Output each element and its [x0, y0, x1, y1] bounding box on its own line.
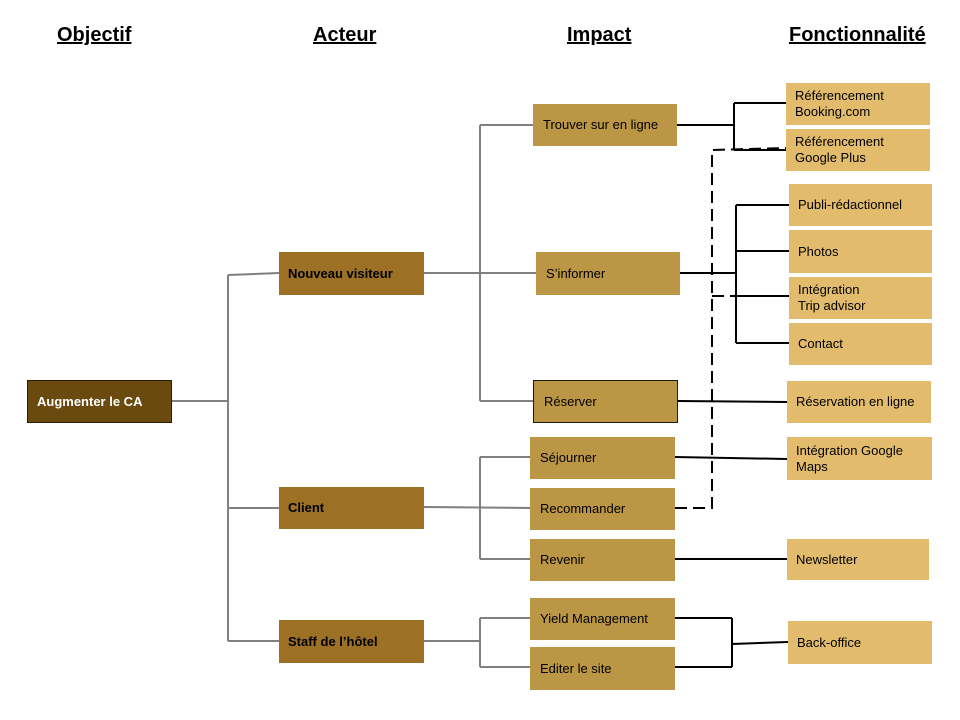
- objective-label: Augmenter le CA: [37, 393, 143, 409]
- impact-editer[interactable]: Editer le site: [530, 647, 675, 690]
- feature-trip-label: Intégration Trip advisor: [798, 282, 866, 313]
- header-acteur: Acteur: [313, 24, 377, 46]
- impact-recommander[interactable]: Recommander: [530, 488, 675, 530]
- feature-publi[interactable]: Publi-rédactionnel: [789, 184, 932, 226]
- feature-maps[interactable]: Intégration Google Maps: [787, 437, 932, 480]
- header-impact: Impact: [567, 24, 632, 46]
- impact-revenir-label: Revenir: [540, 552, 585, 567]
- header-objectif: Objectif: [57, 24, 132, 46]
- feature-booking-label: Référencement Booking.com: [795, 88, 884, 119]
- impact-informer-label: S’informer: [546, 265, 606, 281]
- impact-yield[interactable]: Yield Management: [530, 598, 675, 640]
- impact-sejourner[interactable]: Séjourner: [530, 437, 675, 479]
- impact-yield-label: Yield Management: [540, 611, 648, 626]
- connector-nouveau-visiteur: [227, 272, 280, 276]
- feature-booking[interactable]: Référencement Booking.com: [786, 83, 930, 125]
- connector-maps: [674, 456, 788, 460]
- feature-backoffice-label: Back-office: [797, 634, 862, 650]
- impact-trouver[interactable]: Trouver sur en ligne: [533, 104, 677, 146]
- impact-informer[interactable]: S’informer: [536, 252, 680, 295]
- impact-reserver-label: Réserver: [544, 393, 597, 409]
- connector-client-trunk: [423, 506, 531, 509]
- feature-contact-label: Contact: [798, 336, 843, 351]
- actor-staff-label: Staff de l’hôtel: [288, 633, 378, 649]
- feature-contact[interactable]: Contact: [789, 323, 932, 365]
- connector-resa: [677, 400, 788, 403]
- actor-nouveau-visiteur[interactable]: Nouveau visiteur: [279, 252, 424, 295]
- feature-google-plus[interactable]: Référencement Google Plus: [786, 129, 930, 171]
- feature-resa[interactable]: Réservation en ligne: [787, 381, 931, 423]
- objective-node[interactable]: Augmenter le CA: [27, 380, 172, 423]
- actor-staff[interactable]: Staff de l’hôtel: [279, 620, 424, 663]
- feature-trip[interactable]: Intégration Trip advisor: [789, 277, 932, 319]
- impact-reserver[interactable]: Réserver: [533, 380, 678, 423]
- feature-publi-label: Publi-rédactionnel: [798, 197, 903, 212]
- actor-client[interactable]: Client: [279, 487, 424, 529]
- feature-maps-label: Intégration Google Maps: [796, 442, 903, 474]
- impact-editer-label: Editer le site: [540, 660, 612, 676]
- feature-photos-label: Photos: [798, 243, 839, 259]
- connector-backoffice: [731, 641, 789, 645]
- impact-revenir[interactable]: Revenir: [530, 539, 675, 581]
- feature-google-plus-label: Référencement Google Plus: [795, 134, 884, 165]
- feature-photos[interactable]: Photos: [789, 230, 932, 273]
- actor-client-label: Client: [288, 500, 325, 515]
- feature-backoffice[interactable]: Back-office: [788, 621, 932, 664]
- impact-recommander-label: Recommander: [540, 501, 626, 516]
- feature-newsletter-label: Newsletter: [796, 551, 858, 567]
- feature-newsletter[interactable]: Newsletter: [787, 539, 929, 580]
- feature-resa-label: Réservation en ligne: [796, 394, 915, 409]
- impact-trouver-label: Trouver sur en ligne: [543, 117, 659, 132]
- dashed-connector-recommander: [675, 147, 787, 509]
- header-fonctionnalite: Fonctionnalité: [789, 24, 926, 46]
- impact-sejourner-label: Séjourner: [540, 450, 597, 465]
- actor-nouveau-visiteur-label: Nouveau visiteur: [288, 265, 393, 281]
